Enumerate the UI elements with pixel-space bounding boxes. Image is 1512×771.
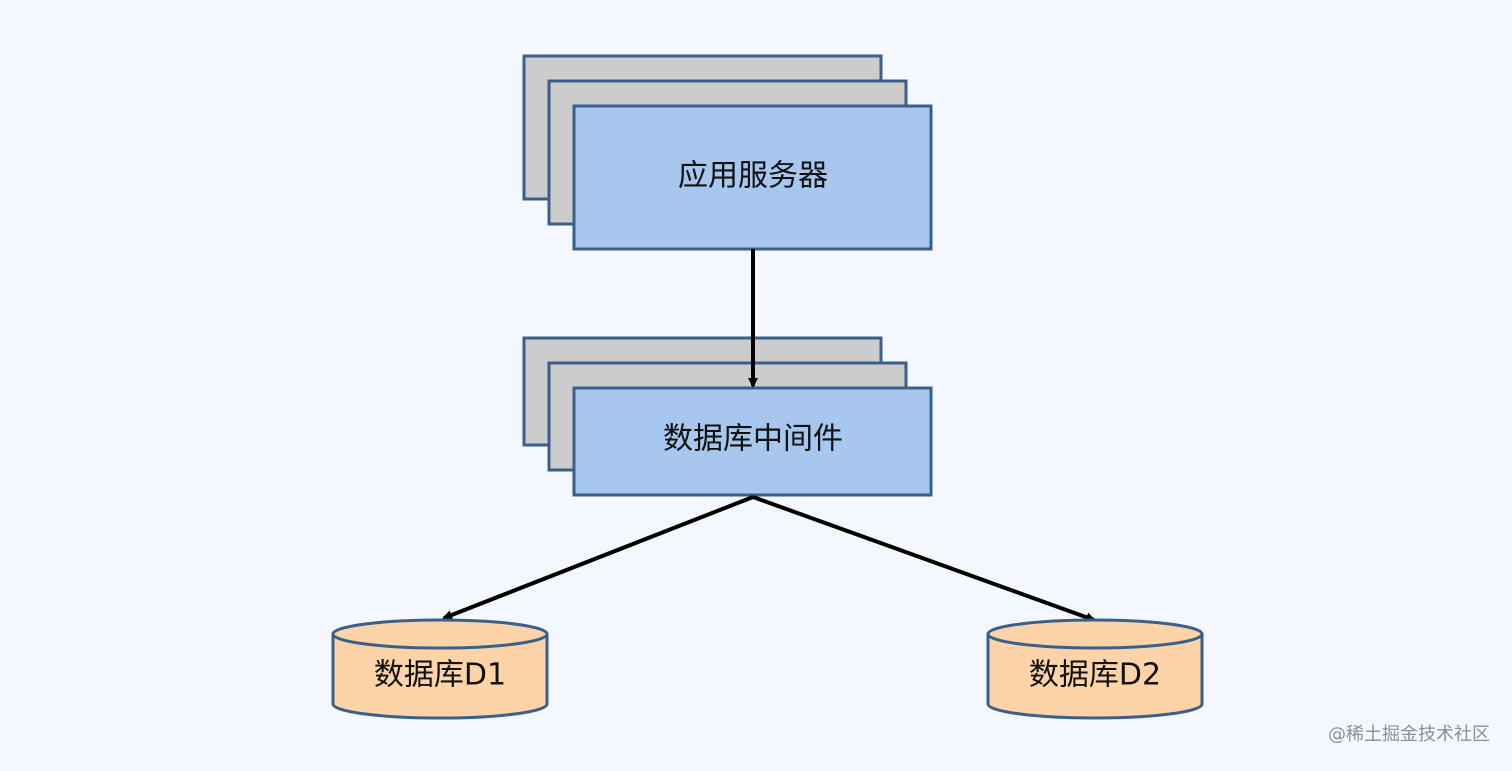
middleware-label: 数据库中间件 (663, 422, 843, 457)
db1-cylinder-top (331, 618, 549, 650)
app-server-label: 应用服务器 (678, 159, 828, 194)
db2-node: 数据库D2 (986, 618, 1204, 720)
app-server-node: 应用服务器 (522, 54, 933, 251)
db2-cylinder-top (986, 618, 1204, 650)
edge-middleware-to-db1 (442, 495, 754, 620)
middleware-node: 数据库中间件 (522, 336, 933, 497)
middleware-box (572, 386, 933, 497)
db1-node: 数据库D1 (331, 618, 549, 720)
watermark-text: @稀土掘金技术社区 (1328, 724, 1490, 745)
db1-label: 数据库D1 (374, 658, 506, 693)
edge-middleware-to-db2 (752, 495, 1096, 622)
app-server-box (572, 104, 933, 251)
db1-cylinder-body (331, 634, 549, 720)
db2-label: 数据库D2 (1029, 658, 1161, 693)
db2-cylinder-body (986, 634, 1204, 720)
